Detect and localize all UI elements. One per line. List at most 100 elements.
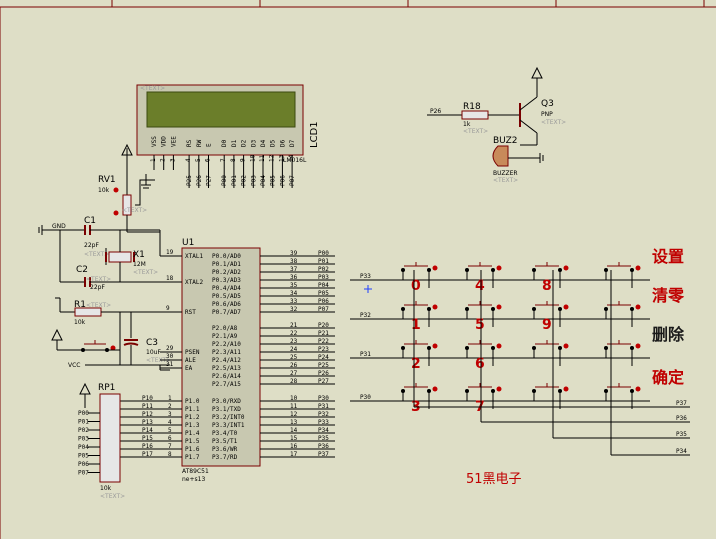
- mcu-net-label: P15: [142, 435, 153, 442]
- buzzer[interactable]: BUZ2 BUZZER <TEXT>: [492, 136, 544, 184]
- mcu-net-label: P35: [318, 435, 329, 442]
- rp1-text: <TEXT>: [100, 493, 125, 500]
- r1-text: <TEXT>: [86, 302, 111, 309]
- keypad-button[interactable]: 4: [465, 262, 502, 294]
- c1-ref: C1: [84, 216, 96, 226]
- keypad-button[interactable]: 0: [401, 262, 438, 294]
- keypad-row-net: P32: [360, 312, 371, 319]
- buz-value: BUZZER: [493, 170, 518, 177]
- keypad-function-label: 设置: [652, 247, 684, 266]
- mcu-pin-number: 36: [290, 274, 298, 281]
- mcu-net-label: P23: [318, 346, 329, 353]
- keypad-button[interactable]: [604, 340, 641, 366]
- lcd-pin-name: E: [206, 143, 213, 147]
- lcd-pin-number: 11: [259, 154, 266, 162]
- keypad-button[interactable]: 6: [465, 340, 502, 372]
- mcu-net-label: P12: [142, 411, 153, 418]
- mcu-pin-number: 22: [290, 330, 298, 337]
- r18-text: <TEXT>: [463, 128, 488, 135]
- lcd-pin-number: 5: [195, 158, 202, 162]
- x1-value: 12M: [133, 261, 146, 268]
- keypad-button[interactable]: 5: [465, 301, 502, 333]
- rp1-pin-label: P00: [78, 410, 89, 417]
- keypad-key-label: 6: [475, 356, 485, 372]
- x1-crystal[interactable]: X1 12M <TEXT>: [105, 230, 158, 282]
- rp1-pin-label: P01: [78, 419, 89, 426]
- mcu-net-label: P24: [318, 354, 329, 361]
- keypad-function-label: 清零: [652, 286, 685, 305]
- keypad-col-net: P34: [676, 448, 687, 455]
- c3-capacitor[interactable]: C3 10uF <TEXT>: [123, 312, 171, 365]
- mcu-pin-name: P2.1/A9: [212, 333, 238, 340]
- mcu-chip[interactable]: U1 AT89C51 ne+s13 19XTAL118XTAL29RST29PS…: [120, 238, 335, 483]
- mcu-pin-name: P0.4/AD4: [212, 285, 241, 292]
- lcd-net-label: P27: [206, 175, 213, 186]
- mcu-pin-name: P2.4/A12: [212, 357, 241, 364]
- keypad-button[interactable]: [604, 301, 641, 327]
- q3-ref: Q3: [541, 99, 554, 109]
- r1-resistor[interactable]: R1 10k <TEXT>: [60, 300, 170, 326]
- keypad-row-net: P31: [360, 351, 371, 358]
- mcu-pin-name: PSEN: [185, 349, 200, 356]
- reset-button[interactable]: [51, 328, 120, 352]
- r1-value: 10k: [74, 319, 86, 326]
- keypad-button[interactable]: 2: [401, 340, 438, 372]
- keypad-button[interactable]: [604, 262, 641, 288]
- q3-value: PNP: [541, 111, 553, 118]
- keypad-function-label: 删除: [652, 325, 685, 344]
- mcu-net-label: P16: [142, 443, 153, 450]
- keypad-button[interactable]: [532, 340, 569, 366]
- mcu-pin-number: 2: [168, 403, 172, 410]
- mcu-pin-number: 1: [168, 395, 172, 402]
- cursor-cross-icon: [364, 285, 372, 293]
- lcd-pin-number: 1: [150, 158, 157, 162]
- mcu-pin-number: 14: [290, 427, 298, 434]
- mcu-pin-name: P0.7/AD7: [212, 309, 241, 316]
- keypad-function-label: 确定: [652, 368, 684, 387]
- lcd-module[interactable]: <TEXT> LCD1 LM016L VSS1VDD2VEE3RS4RW5E6D…: [136, 84, 320, 188]
- lcd-net-label: P26: [196, 175, 203, 186]
- lcd-pin-number: 14: [288, 154, 295, 162]
- r18-resistor[interactable]: P26 R18 1k <TEXT>: [427, 102, 520, 135]
- mcu-pin-number: 5: [168, 427, 172, 434]
- keypad-button[interactable]: [604, 383, 641, 409]
- keypad-button[interactable]: 3: [401, 383, 438, 415]
- r18-value: 1k: [463, 121, 471, 128]
- mcu-pin-number: 24: [290, 346, 298, 353]
- mcu-pin-name: P3.3/INT1: [212, 422, 245, 429]
- keypad-button[interactable]: 7: [465, 383, 502, 415]
- keypad-button[interactable]: 9: [532, 301, 569, 333]
- lcd-pin-name: RS: [186, 139, 193, 147]
- mcu-pin-name: P3.0/RXD: [212, 398, 241, 405]
- keypad-button[interactable]: 1: [401, 301, 438, 333]
- lcd-pin-number: 4: [185, 158, 192, 162]
- c1-capacitor[interactable]: C1 22pF <TEXT>: [84, 216, 160, 258]
- keypad-button[interactable]: 8: [532, 262, 569, 294]
- mcu-pin-name: P0.5/AD5: [212, 293, 241, 300]
- rv1-text: <TEXT>: [122, 207, 147, 214]
- c2-capacitor[interactable]: C2 22pF <TEXT>: [76, 265, 160, 291]
- mcu-pin-number: 35: [290, 282, 298, 289]
- lcd-pins: VSS1VDD2VEE3RS4RW5E6D07D18D29D310D411D51…: [150, 136, 296, 188]
- mcu-net-label: P26: [318, 370, 329, 377]
- keypad-key-label: 1: [411, 317, 421, 333]
- lcd-screen: [146, 91, 296, 128]
- mcu-pin-name: P0.0/AD0: [212, 253, 241, 260]
- mcu-net-label: P25: [318, 362, 329, 369]
- keypad-button[interactable]: [532, 383, 569, 409]
- lcd-pin-name: D6: [279, 139, 286, 147]
- q3-transistor[interactable]: Q3 PNP <TEXT>: [519, 66, 566, 146]
- mcu-net-label: P27: [318, 378, 329, 385]
- mcu-pin-name: XTAL1: [185, 253, 203, 260]
- rv1-ref: RV1: [98, 175, 116, 185]
- rv1-pot[interactable]: RV1 10k <TEXT>: [98, 143, 160, 233]
- rp1-pin-label: P03: [78, 436, 89, 443]
- lcd-pin-name: D1: [231, 139, 238, 147]
- mcu-net-label: P05: [318, 290, 329, 297]
- lcd-net-label: P07: [289, 175, 296, 186]
- mcu-pin-number: 34: [290, 290, 298, 297]
